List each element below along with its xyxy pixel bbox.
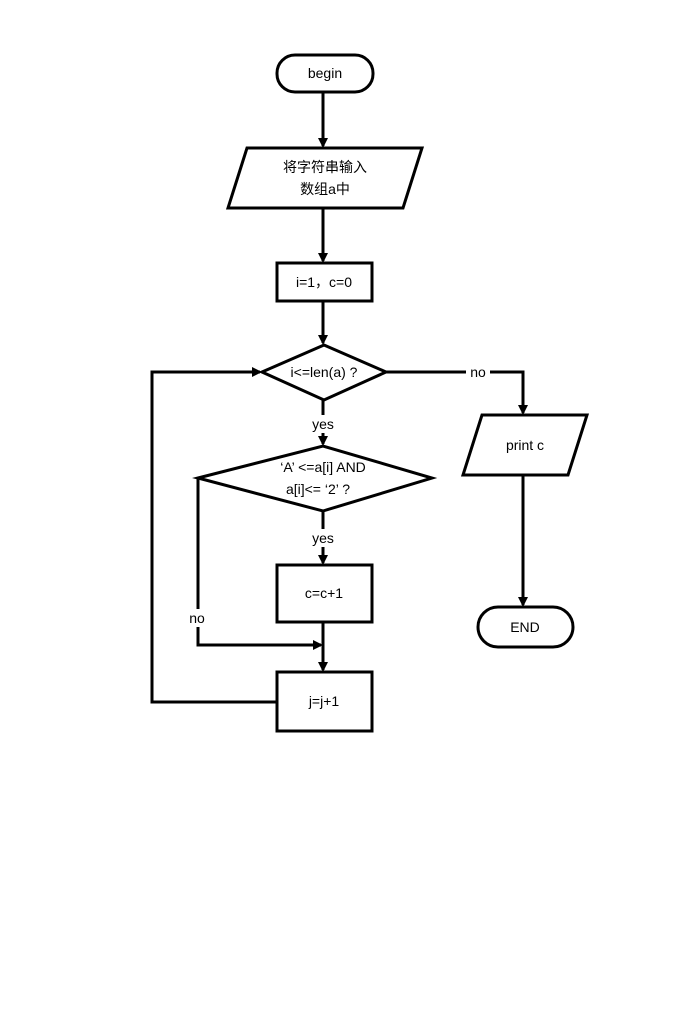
- begin-label: begin: [308, 65, 342, 81]
- begin-terminal: [275, 53, 375, 94]
- arrow-cond2-no: [196, 478, 323, 650]
- print-label: print c: [506, 437, 544, 453]
- cond1-label: i<=len(a) ?: [291, 364, 358, 380]
- arrow-loop-back: [150, 367, 277, 704]
- end-label: END: [510, 619, 540, 635]
- increment-c-label: c=c+1: [305, 585, 343, 601]
- cond2-decision: [192, 444, 438, 513]
- cond1-no-label: no: [470, 364, 486, 380]
- cond2-no-label: no: [189, 610, 205, 626]
- input-parallelogram: [225, 146, 425, 210]
- init-label: i=1，c=0: [296, 274, 352, 290]
- cond2-label-2: a[i]<= ‘2’ ?: [286, 481, 350, 497]
- cond1-decision: [258, 343, 390, 402]
- cond1-yes-label: yes: [312, 416, 334, 432]
- input-label-2: 数组a中: [300, 181, 350, 197]
- init-process: [275, 261, 374, 303]
- increment-j-label: j=j+1: [308, 693, 340, 709]
- cond2-label-1: ‘A’ <=a[i] AND: [280, 459, 366, 475]
- cond2-yes-label: yes: [312, 530, 334, 546]
- input-label-1: 将字符串输入: [283, 159, 367, 175]
- arrow-cond1-no: [386, 370, 528, 415]
- increment-c-process: [275, 563, 374, 624]
- increment-j-process: [275, 670, 374, 733]
- print-parallelogram: [460, 413, 590, 477]
- end-terminal: [476, 605, 575, 649]
